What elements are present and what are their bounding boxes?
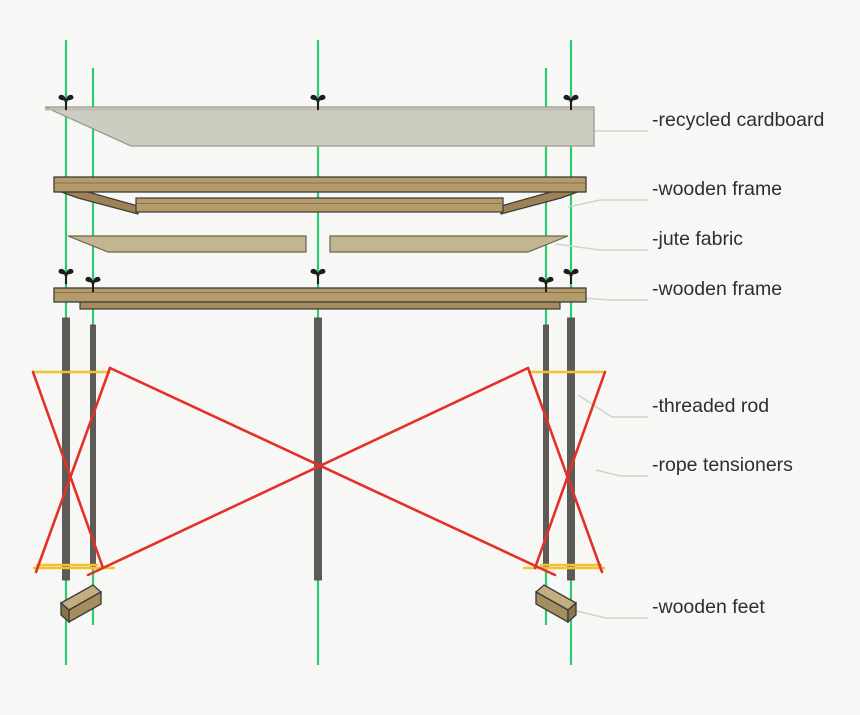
part-wooden-frame-top — [53, 176, 587, 215]
part-rope-tensioners — [31, 366, 607, 577]
part-jute-fabric — [67, 235, 569, 253]
jute-panel-right — [329, 235, 569, 253]
frame-bottom-front-rail — [53, 287, 587, 303]
label-wooden-feet: -wooden feet — [652, 596, 765, 618]
label-threaded-rod: -threaded rod — [652, 395, 769, 417]
label-wooden-frame-top: -wooden frame — [652, 178, 782, 200]
leader-threaded-rod — [577, 394, 648, 418]
rope-left-outer-a — [31, 370, 105, 570]
threaded-rod-outer-left — [62, 317, 70, 581]
rope-right-outer-a — [533, 370, 607, 570]
leader-jute-fabric — [555, 243, 648, 251]
frame-top-back-rail — [135, 197, 504, 213]
label-recycled-cardboard: -recycled cardboard — [652, 109, 824, 131]
rope-right-outer-b — [526, 366, 604, 574]
part-wooden-feet — [59, 584, 578, 624]
frame-top-side-rail-left — [55, 189, 139, 215]
leader-wooden-frame-top — [567, 199, 648, 208]
wooden-foot-right-end-face — [567, 601, 577, 624]
rope-main-diagonal-a — [108, 366, 557, 577]
rope-left-outer-b — [34, 366, 112, 574]
label-rope-tensioners: -rope tensioners — [652, 454, 793, 476]
leader-wooden-feet — [571, 609, 648, 619]
part-wooden-frame-bottom — [53, 287, 587, 310]
jute-panel-left — [67, 235, 307, 253]
wooden-foot-left-end-face — [60, 601, 70, 624]
threaded-rod-center — [314, 317, 322, 581]
part-rope-tensioners-bars — [33, 370, 605, 570]
wooden-foot-left — [59, 584, 103, 624]
label-jute-fabric: -jute fabric — [652, 228, 743, 250]
label-group: -recycled cardboard -wooden frame -jute … — [652, 109, 824, 618]
rope-main-diagonal-b — [86, 366, 530, 577]
threaded-rod-outer-right — [567, 317, 575, 581]
cardboard-panel — [44, 106, 595, 147]
part-threaded-rods — [62, 317, 575, 581]
part-recycled-cardboard — [44, 106, 595, 147]
leader-rope-tensioners — [595, 469, 648, 477]
label-wooden-frame-bottom: -wooden frame — [652, 278, 782, 300]
wooden-foot-right — [534, 584, 578, 624]
frame-top-front-rail — [53, 176, 587, 193]
